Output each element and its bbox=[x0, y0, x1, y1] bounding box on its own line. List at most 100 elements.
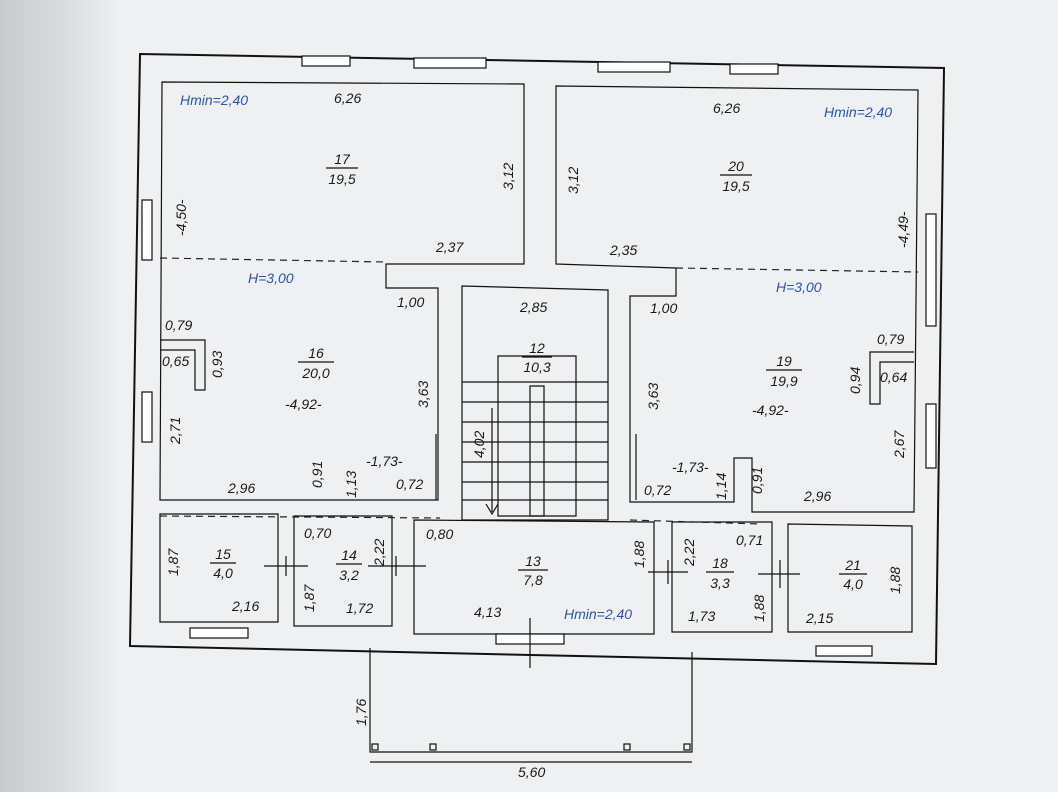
dim-label: 1,88 bbox=[751, 595, 767, 622]
niche-right bbox=[869, 351, 914, 405]
room-area: 19,5 bbox=[328, 171, 355, 187]
dim-label: 0,71 bbox=[736, 532, 763, 548]
dim-label: 1,00 bbox=[650, 300, 677, 316]
stair-outline bbox=[461, 285, 609, 521]
dim-label: 0,94 bbox=[847, 367, 863, 394]
height-line-bottom-left bbox=[159, 515, 441, 519]
room-area: 19,5 bbox=[722, 178, 749, 194]
room-number: 18 bbox=[712, 555, 728, 571]
dim-label: 0,79 bbox=[165, 317, 192, 333]
room-number: 16 bbox=[308, 345, 324, 361]
dim-label: 0,79 bbox=[877, 331, 904, 347]
room-area: 4,0 bbox=[213, 565, 233, 581]
height-line-left bbox=[159, 257, 387, 263]
dim-label: 2,22 bbox=[681, 539, 697, 567]
dim-label: 1,88 bbox=[631, 541, 647, 568]
room-area: 10,3 bbox=[523, 359, 550, 375]
dim-label: 0,65 bbox=[162, 353, 189, 369]
dim-label: 1,76 bbox=[353, 699, 369, 726]
dim-label: 2,96 bbox=[803, 488, 831, 504]
hmin-label-bottom: Hmin=2,40 bbox=[564, 606, 632, 622]
room-17-outline bbox=[159, 81, 525, 501]
h-label-left: H=3,00 bbox=[248, 270, 294, 286]
dim-label: 6,26 bbox=[713, 100, 740, 116]
dim-label: 1,87 bbox=[165, 548, 181, 576]
dimension-labels: 6,26 6,26 3,12 3,12 -4,50- -4,49- 2,37 2… bbox=[162, 90, 911, 780]
room-area: 3,3 bbox=[710, 575, 730, 591]
dim-label: 0,93 bbox=[209, 351, 225, 378]
dim-label: 3,12 bbox=[500, 163, 516, 190]
h-label-right: H=3,00 bbox=[776, 279, 822, 295]
dim-label: 0,72 bbox=[644, 482, 671, 498]
dim-label: 2,71 bbox=[167, 417, 183, 445]
room-area: 19,9 bbox=[770, 373, 797, 389]
room-number: 14 bbox=[341, 547, 357, 563]
room-area: 3,2 bbox=[339, 567, 359, 583]
dim-label: 2,67 bbox=[891, 430, 907, 459]
dim-label: 0,70 bbox=[304, 525, 331, 541]
dim-label: 3,12 bbox=[565, 167, 581, 194]
room-area: 7,8 bbox=[523, 572, 543, 588]
dim-label: 2,37 bbox=[435, 239, 464, 255]
room-number: 12 bbox=[529, 340, 545, 356]
terrace-post bbox=[623, 743, 631, 751]
terrace-post bbox=[429, 743, 437, 751]
room-21-outline bbox=[787, 523, 913, 633]
outer-wall bbox=[128, 52, 946, 666]
hmin-label-top-right: Hmin=2,40 bbox=[824, 104, 892, 120]
room-13-outline bbox=[413, 519, 655, 635]
dim-label: 2,22 bbox=[371, 539, 387, 567]
dim-label: 0,72 bbox=[396, 476, 423, 492]
dim-label: -1,73- bbox=[366, 453, 403, 469]
height-line-right bbox=[675, 267, 919, 273]
room-number: 15 bbox=[215, 546, 231, 562]
niche-left bbox=[160, 339, 206, 391]
dim-label: 1,00 bbox=[397, 294, 424, 310]
dim-label: 1,14 bbox=[713, 473, 729, 500]
dim-label: -4,92- bbox=[752, 402, 789, 418]
dim-label: -4,92- bbox=[285, 396, 322, 412]
room-number: 13 bbox=[525, 553, 541, 569]
hmin-label-top-left: Hmin=2,40 bbox=[180, 92, 248, 108]
room-number: 17 bbox=[334, 151, 351, 167]
dim-label: -4,50- bbox=[173, 199, 189, 236]
room-19-label: 19 19,9 bbox=[766, 353, 802, 389]
room-21-label: 21 4,0 bbox=[839, 557, 867, 592]
dim-label: 2,16 bbox=[231, 598, 259, 614]
dim-label: 2,15 bbox=[805, 610, 833, 626]
terrace-post bbox=[683, 743, 691, 751]
dim-label: 1,87 bbox=[301, 584, 317, 612]
dim-label: 0,91 bbox=[749, 467, 765, 494]
dim-label: 1,73 bbox=[688, 608, 715, 624]
room-12-label: 12 10,3 bbox=[522, 340, 552, 375]
staircase bbox=[462, 355, 608, 517]
page-shadow bbox=[0, 0, 120, 792]
room-20-label: 20 19,5 bbox=[720, 158, 752, 194]
dim-label: 3,63 bbox=[415, 381, 431, 408]
dim-label: 1,88 bbox=[887, 567, 903, 594]
room-20-outline bbox=[555, 85, 919, 513]
room-14-label: 14 3,2 bbox=[336, 547, 362, 583]
room-14-outline bbox=[293, 515, 393, 627]
room-15-label: 15 4,0 bbox=[210, 546, 236, 581]
room-number: 20 bbox=[727, 158, 744, 174]
dim-label: -1,73- bbox=[672, 459, 709, 475]
room-17-label: 17 19,5 bbox=[326, 151, 358, 187]
terrace-post bbox=[371, 743, 379, 751]
room-15-outline bbox=[159, 513, 279, 623]
dim-label: 4,02 bbox=[471, 431, 487, 458]
room-18-outline bbox=[671, 521, 773, 633]
room-16-label: 16 20,0 bbox=[298, 345, 334, 381]
room-area: 20,0 bbox=[301, 365, 329, 381]
height-line-bottom-right bbox=[629, 519, 761, 525]
dim-label: 0,91 bbox=[309, 461, 325, 488]
dim-label: 2,96 bbox=[227, 480, 255, 496]
dim-label: 0,64 bbox=[880, 369, 907, 385]
dim-label: -4,49- bbox=[895, 211, 911, 248]
dim-label: 2,35 bbox=[609, 242, 637, 258]
doors bbox=[264, 434, 800, 668]
room-number: 19 bbox=[776, 353, 792, 369]
dim-label: 2,85 bbox=[519, 299, 547, 315]
